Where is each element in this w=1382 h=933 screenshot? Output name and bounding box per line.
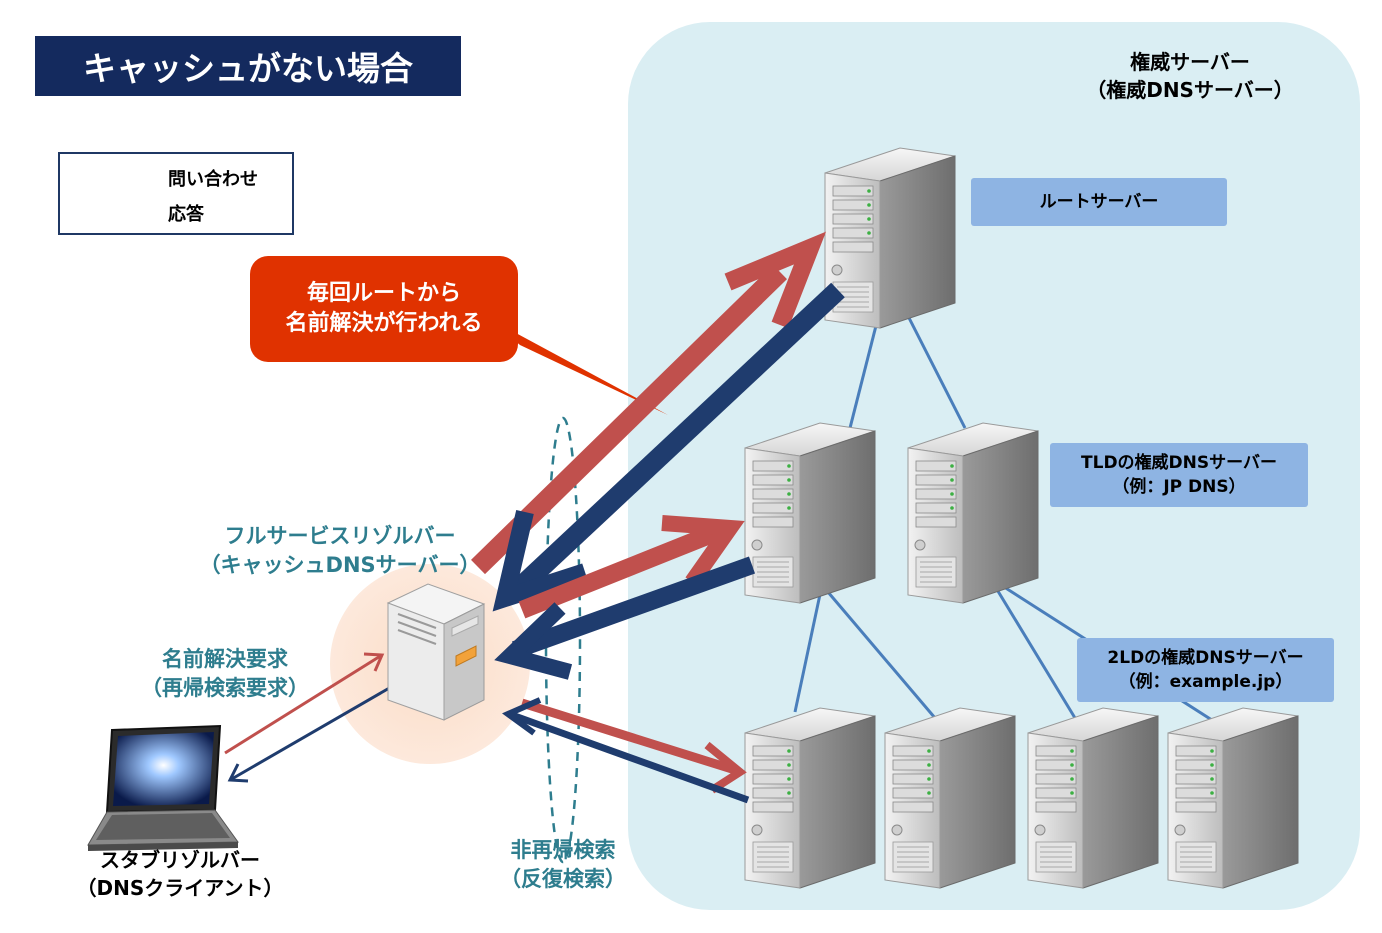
tld-server-icon-2 xyxy=(907,422,1039,604)
authoritative-title-line-2: （権威DNSサーバー） xyxy=(1086,78,1294,102)
callout-text: 毎回ルートから 名前解決が行われる xyxy=(250,256,518,362)
root-response-arrow xyxy=(492,282,845,612)
callout-line-2: 名前解決が行われる xyxy=(285,311,483,336)
laptop-icon xyxy=(87,724,239,851)
iterative-label-line-1: 非再帰検索 xyxy=(510,838,616,862)
stub-resolver-label: スタブリゾルバー （DNSクライアント） xyxy=(60,846,300,902)
stub-resolver-label-line-2: （DNSクライアント） xyxy=(76,876,284,900)
resolver-label-line-1: フルサービスリゾルバー xyxy=(224,524,456,548)
root-server-icon xyxy=(824,147,956,329)
root-server-label-text: ルートサーバー xyxy=(1039,192,1159,212)
sld-server-label-line-2: （例：example.jp） xyxy=(1118,672,1293,692)
request-label-line-1: 名前解決要求 xyxy=(162,647,288,671)
authoritative-title: 権威サーバー （権威DNSサーバー） xyxy=(1040,48,1340,104)
root-server-label: ルートサーバー xyxy=(971,178,1227,226)
sld-response-arrow xyxy=(502,697,750,804)
client-response-arrow xyxy=(227,681,399,783)
resolver-server-icon xyxy=(386,583,486,721)
iterative-label: 非再帰検索 （反復検索） xyxy=(478,836,648,894)
page-title: キャッシュがない場合 xyxy=(35,36,461,96)
resolver-label: フルサービスリゾルバー （キャッシュDNSサーバー） xyxy=(190,522,490,580)
sld-server-label: 2LDの権威DNSサーバー （例：example.jp） xyxy=(1077,638,1334,702)
sld-server-label-line-1: 2LDの権威DNSサーバー xyxy=(1107,648,1304,668)
authoritative-title-line-1: 権威サーバー xyxy=(1130,50,1250,74)
sld-query-arrow xyxy=(520,698,747,794)
sld-server-icon-2 xyxy=(884,707,1016,889)
callout-box xyxy=(250,256,518,362)
legend-query-label: 問い合わせ xyxy=(168,169,258,190)
tld-query-arrow xyxy=(518,515,745,619)
client-query-arrow xyxy=(224,652,385,755)
tld-server-label-line-1: TLDの権威DNSサーバー xyxy=(1081,453,1277,473)
sld-server-icon-4 xyxy=(1167,707,1299,889)
callout-line-1: 毎回ルートから xyxy=(306,281,461,306)
legend-box: 問い合わせ 応答 xyxy=(58,152,294,235)
request-label-line-2: （再帰検索要求） xyxy=(141,676,309,700)
sld-server-icon-3 xyxy=(1027,707,1159,889)
tld-response-arrow xyxy=(494,556,756,680)
tld-server-label-line-2: （例：JP DNS） xyxy=(1112,477,1246,497)
iterative-label-line-2: （反復検索） xyxy=(500,867,626,891)
callout-tail xyxy=(488,318,668,415)
resolver-label-line-2: （キャッシュDNSサーバー） xyxy=(199,553,481,577)
legend-response-label: 応答 xyxy=(168,204,204,225)
stub-resolver-label-line-1: スタブリゾルバー xyxy=(100,848,260,872)
tld-server-label: TLDの権威DNSサーバー （例：JP DNS） xyxy=(1050,443,1308,507)
request-label: 名前解決要求 （再帰検索要求） xyxy=(120,645,330,703)
tld-server-icon-1 xyxy=(744,422,876,604)
sld-server-icon-1 xyxy=(744,707,876,889)
